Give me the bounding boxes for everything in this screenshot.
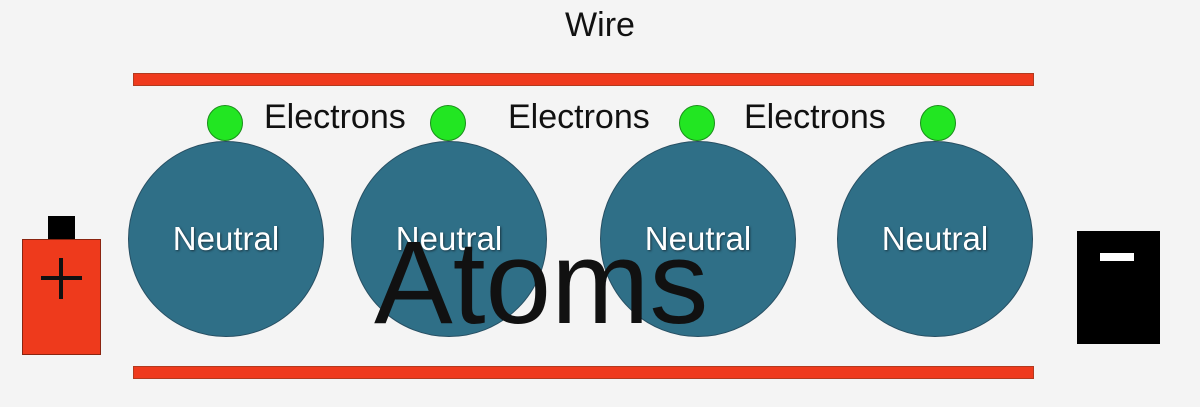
atom-2: Neutral [351,141,547,337]
atom-4: Neutral [837,141,1033,337]
atom-1: Neutral [128,141,324,337]
atoms-label: Atoms [374,217,709,349]
battery-negative [1077,231,1160,344]
electron-label-2: Electrons [508,98,650,136]
atom-3: Neutral [600,141,796,337]
minus-sign-icon [1100,253,1134,261]
electron-4 [920,105,956,141]
atom-label-3: Neutral [644,220,752,257]
wire-top [133,73,1034,86]
wire-bottom [133,366,1034,379]
electron-3 [679,105,715,141]
electron-label-3: Electrons [744,98,886,136]
electron-2 [430,105,466,141]
plus-sign-icon-vertical [59,258,63,299]
diagram-title: Wire [565,6,635,44]
battery-positive-terminal [48,216,75,240]
atom-label-1: Neutral [172,220,280,257]
electron-1 [207,105,243,141]
atom-label-2: Neutral [395,220,503,257]
electron-label-1: Electrons [264,98,406,136]
atom-label-4: Neutral [881,220,989,257]
